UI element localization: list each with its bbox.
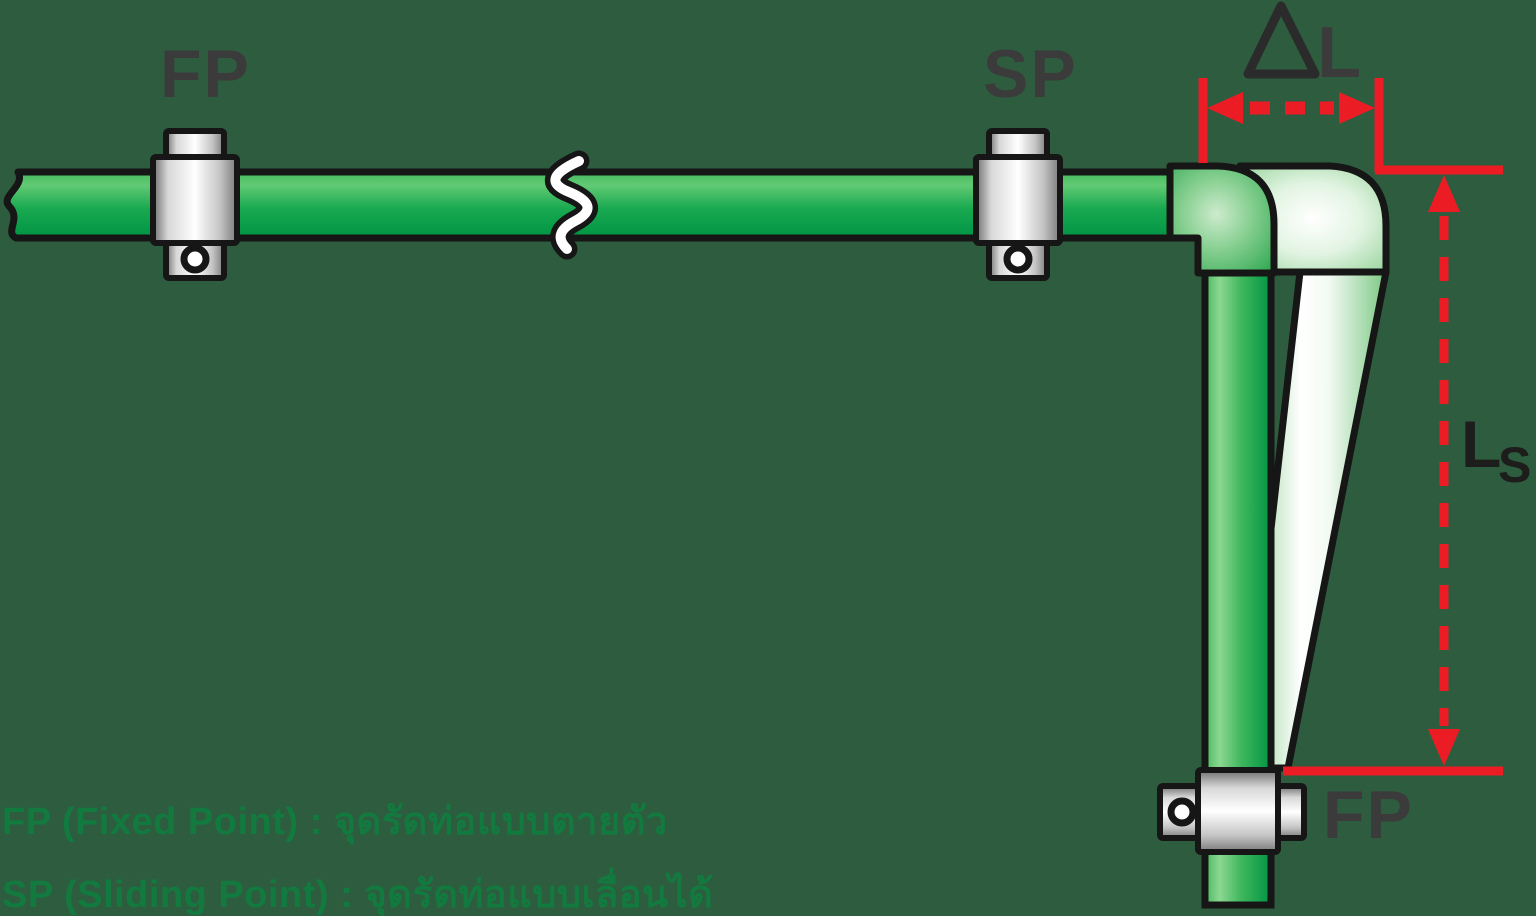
- delta-icon: [1243, 1, 1320, 79]
- label-delta-l: L: [1243, 1, 1361, 93]
- elbow-fitting: [1166, 162, 1278, 277]
- clamp-sliding-point: [973, 128, 1063, 281]
- bolt-hole-icon: [1003, 244, 1033, 274]
- label-fp-bottom: FP: [1323, 777, 1414, 853]
- label-ls: L S: [1461, 407, 1531, 493]
- arrow-right-icon: [1339, 92, 1375, 124]
- dimension-ls: [1283, 165, 1503, 776]
- label-fp-top: FP: [160, 36, 251, 112]
- bolt-hole-icon: [180, 244, 210, 274]
- dimension-delta-l: [1198, 78, 1384, 172]
- clamp-fixed-point: [150, 128, 240, 281]
- clamp-band: [973, 154, 1063, 246]
- label-sp: SP: [983, 36, 1078, 112]
- bolt-hole-icon: [1167, 797, 1197, 827]
- arrow-down-icon: [1428, 729, 1460, 766]
- label-delta-letter: L: [1317, 13, 1361, 93]
- clamp-band: [150, 154, 240, 246]
- legend-line-fixed-point: FP (Fixed Point) : จุดรัดท่อแบบตายตัว: [2, 801, 668, 845]
- clamp-fixed-point-bottom: [1157, 767, 1307, 855]
- legend-line-sliding-point: SP (Sliding Point) : จุดรัดท่อแบบเลื่อนไ…: [2, 867, 713, 916]
- label-ls-main: L: [1461, 407, 1501, 481]
- clamp-band: [1195, 767, 1281, 855]
- arrow-up-icon: [1428, 175, 1460, 212]
- label-ls-sub: S: [1498, 437, 1531, 493]
- pipe-break-icon: [545, 150, 598, 260]
- arrow-left-icon: [1207, 92, 1243, 124]
